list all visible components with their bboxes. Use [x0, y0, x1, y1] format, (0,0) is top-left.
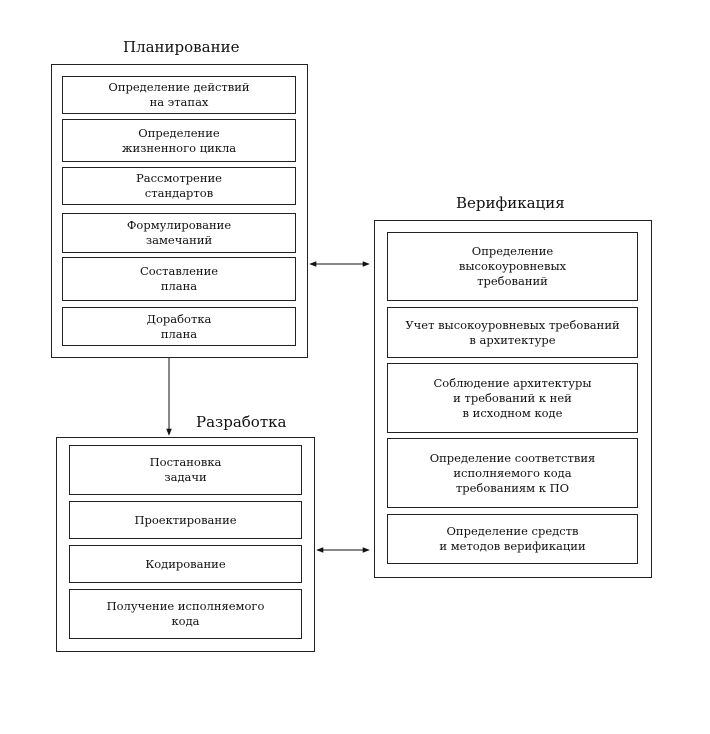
planning-title: Планирование: [123, 38, 240, 56]
development-item-executable: Получение исполняемого кода: [69, 589, 302, 639]
planning-item-standards: Рассмотрение стандартов: [62, 167, 296, 205]
verification-item-code-compliance: Определение соответствия исполняемого ко…: [387, 438, 638, 508]
planning-item-actions: Определение действий на этапах: [62, 76, 296, 114]
planning-group: [51, 64, 308, 358]
verification-item-methods: Определение средств и методов верификаци…: [387, 514, 638, 564]
development-item-task: Постановка задачи: [69, 445, 302, 495]
verification-item-architecture-in-code: Соблюдение архитектуры и требований к не…: [387, 363, 638, 433]
verification-item-high-level-reqs: Определение высокоуровневых требований: [387, 232, 638, 301]
development-item-design: Проектирование: [69, 501, 302, 539]
development-title: Разработка: [196, 413, 287, 431]
planning-item-plan-compose: Составление плана: [62, 257, 296, 301]
development-group: [56, 437, 315, 652]
development-item-coding: Кодирование: [69, 545, 302, 583]
verification-group: [374, 220, 652, 578]
verification-title: Верификация: [456, 194, 565, 212]
planning-item-plan-rework: Доработка плана: [62, 307, 296, 346]
planning-item-lifecycle: Определение жизненного цикла: [62, 119, 296, 162]
planning-item-remarks: Формулирование замечаний: [62, 213, 296, 253]
verification-item-reqs-in-architecture: Учет высокоуровневых требований в архите…: [387, 307, 638, 358]
